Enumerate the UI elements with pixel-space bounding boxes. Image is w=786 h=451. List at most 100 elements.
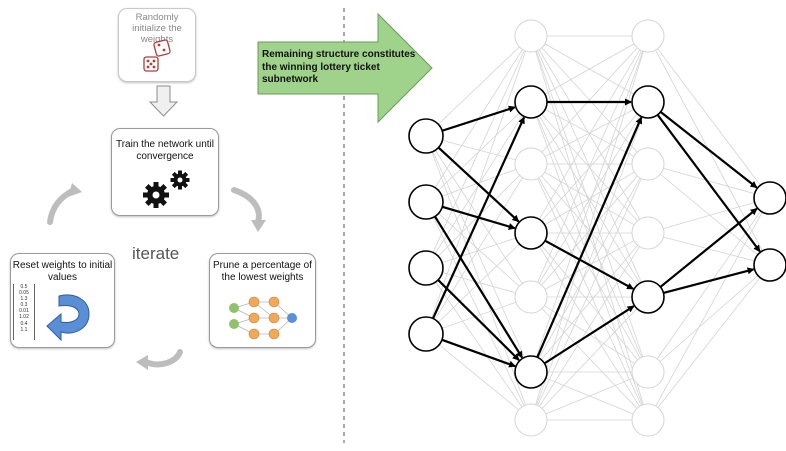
pruned-edge xyxy=(425,201,532,421)
pruned-edge xyxy=(530,232,649,373)
cycle-arrowhead-1 xyxy=(251,220,266,232)
pruned-edge xyxy=(530,163,649,373)
kept-edge xyxy=(441,338,516,368)
pruned-edge xyxy=(647,232,771,266)
reset-weights-box: Reset weights to initial values xyxy=(10,253,115,348)
callout-arrow xyxy=(257,12,433,124)
pruned-edge xyxy=(647,197,771,421)
weight-value: 0.01 xyxy=(19,308,29,315)
kept-edge xyxy=(656,114,761,253)
kept-node xyxy=(514,355,548,389)
pruned-edge xyxy=(530,35,649,373)
weight-value: 1.3 xyxy=(20,296,28,303)
pruned-edge xyxy=(425,163,532,335)
pruned-edge xyxy=(425,232,532,269)
pruned-edge xyxy=(530,232,649,421)
pruned-edge xyxy=(530,163,649,234)
reset-weights-label: Reset weights to initial values xyxy=(12,260,113,283)
cycle-arrowhead-2 xyxy=(136,355,148,370)
pruned-node xyxy=(514,403,548,437)
pruned-edge xyxy=(425,296,532,335)
kept-node xyxy=(408,184,444,220)
pruned-edge xyxy=(530,296,649,421)
pruned-edge xyxy=(530,35,649,165)
pruned-edge xyxy=(530,35,649,298)
dice-icon xyxy=(143,39,171,72)
kept-node xyxy=(631,280,665,314)
pruned-node xyxy=(514,280,548,314)
pruned-edge xyxy=(530,35,649,234)
gears-icon xyxy=(143,170,190,208)
kept-edge xyxy=(441,105,516,132)
prune-weights-box: Prune a percentage of the lowest weights xyxy=(209,253,316,348)
network-edges xyxy=(425,35,771,421)
pruned-edge xyxy=(425,135,532,165)
cycle-arrow-prune-to-reset xyxy=(143,349,183,368)
kept-node xyxy=(631,85,665,119)
pruned-edge xyxy=(425,267,532,421)
cycle-arrow-train-to-prune xyxy=(231,187,262,225)
pruned-edge xyxy=(530,101,649,298)
kept-edge xyxy=(433,215,524,359)
pruned-edge xyxy=(425,267,532,298)
weight-value: 0.05 xyxy=(19,290,29,297)
pruned-edge xyxy=(425,35,532,137)
prune-weights-label: Prune a percentage of the lowest weights xyxy=(213,260,312,283)
pruned-edge xyxy=(647,35,771,199)
train-network-label: Train the network until convergence xyxy=(115,139,214,162)
weight-value: 1.1 xyxy=(20,326,28,333)
kept-edge xyxy=(437,279,520,361)
pruned-edge xyxy=(647,197,771,234)
weight-value: 0.4 xyxy=(20,320,28,327)
reset-arrow-icon xyxy=(46,294,90,342)
pruned-edge xyxy=(425,232,532,335)
pruned-node xyxy=(631,403,665,437)
pruned-edge xyxy=(647,197,771,373)
pruned-edge xyxy=(425,135,532,373)
iterate-label: iterate xyxy=(132,244,180,263)
train-network-box: Train the network until convergence xyxy=(111,128,219,216)
kept-edge xyxy=(437,146,520,223)
kept-node xyxy=(408,316,444,352)
pruned-edge xyxy=(530,101,649,234)
pruned-edge xyxy=(530,101,649,165)
pruned-edge xyxy=(425,333,532,421)
weight-value: 1.02 xyxy=(19,314,29,321)
pruned-edge xyxy=(647,163,771,266)
kept-edge xyxy=(659,207,758,288)
pruned-edge xyxy=(425,163,532,203)
callout-text: Remaining structure constitutes the winn… xyxy=(262,49,416,85)
kept-node xyxy=(753,181,786,215)
pruned-edge xyxy=(530,163,649,421)
mini-network-icon xyxy=(229,296,297,340)
init-weights-label: Randomly initialize the weights xyxy=(132,12,182,45)
kept-node xyxy=(753,248,786,282)
weight-value: 0.5 xyxy=(20,284,28,290)
kept-edge xyxy=(663,267,755,295)
init-weights-box: Randomly initialize the weights xyxy=(118,8,196,82)
pruned-node xyxy=(514,147,548,181)
pruned-edge xyxy=(530,163,649,298)
network-nodes xyxy=(408,19,786,437)
pruned-edge xyxy=(647,163,771,199)
pruned-edge xyxy=(647,264,771,373)
kept-node xyxy=(408,118,444,154)
pruned-edge xyxy=(530,101,649,421)
down-arrow-icon xyxy=(148,85,179,117)
kept-edge xyxy=(543,305,635,365)
pruned-node xyxy=(631,216,665,250)
kept-edge xyxy=(536,116,643,358)
cycle-arrowhead-3 xyxy=(68,183,82,197)
pruned-node xyxy=(631,147,665,181)
kept-node xyxy=(514,85,548,119)
pruned-node xyxy=(631,19,665,53)
kept-edge xyxy=(432,116,525,319)
kept-edge xyxy=(544,239,634,290)
pruned-node xyxy=(631,355,665,389)
pruned-edge xyxy=(647,264,771,421)
pruned-node xyxy=(514,19,548,53)
kept-edge xyxy=(659,111,758,189)
weight-value: 0.3 xyxy=(20,302,28,309)
